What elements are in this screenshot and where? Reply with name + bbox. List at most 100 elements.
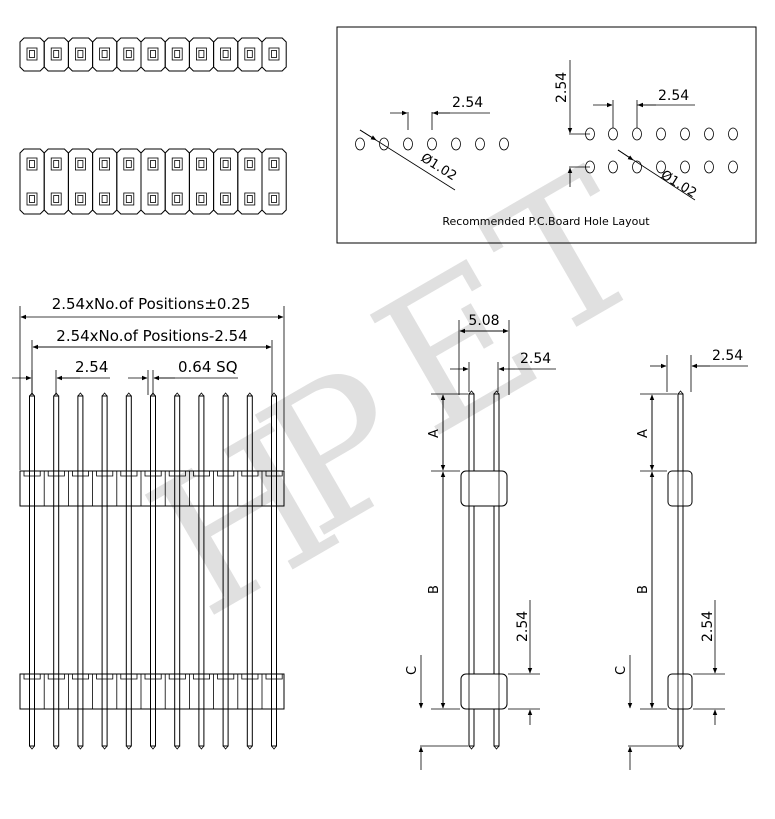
pin-square-inner [246, 195, 253, 203]
housing-cell [188, 37, 215, 72]
front-pin [174, 395, 181, 747]
pin-square-inner [222, 160, 229, 168]
pcb-hole [451, 137, 461, 151]
dual-side-pin-left [468, 393, 475, 747]
housing-chamfer [241, 674, 259, 680]
pin-square-outer [171, 47, 183, 61]
dual-side-pin-right [493, 393, 500, 747]
pcb-hole [704, 160, 714, 174]
housing-cell [67, 148, 94, 215]
pin-size-label: 0.64 SQ [178, 358, 238, 376]
pin-span-label: 2.54xNo.of Positions-2.54 [56, 327, 247, 345]
pin-square-inner [101, 160, 108, 168]
pin-square-inner [125, 195, 132, 203]
dual-width-label: 5.08 [468, 313, 499, 329]
dual-dim-b: B [427, 585, 442, 594]
pcb-layout-frame [336, 26, 757, 244]
pin-square-inner [150, 160, 156, 168]
pcb-hole [608, 127, 618, 141]
pin-square-outer [50, 157, 62, 171]
pcb-layout-title: Recommended P.C.Board Hole Layout [442, 215, 650, 228]
single-row-top-view [19, 37, 287, 72]
front-pin-tip [101, 392, 108, 397]
side-view-dual-row: 5.08 2.54 A B C 2.54 [405, 313, 556, 770]
overall-length-label: 2.54xNo.of Positions±0.25 [52, 295, 251, 313]
housing-cell [164, 148, 190, 215]
dual-dim-a: A [427, 429, 442, 438]
pin-square-inner [77, 160, 84, 168]
pin-square-outer [244, 47, 256, 61]
pin-square-outer [147, 157, 159, 171]
single-dim-c: C [614, 666, 629, 675]
pin-square-outer [171, 192, 183, 206]
pin-square-inner [271, 195, 277, 203]
side-view-single-row: 2.54 A B C 2.54 [614, 348, 748, 770]
single-side-lower-spacer [667, 673, 693, 710]
pcb-dual-row-pitch-label: 2.54 [554, 72, 570, 103]
pin-square-outer [75, 47, 86, 61]
housing-cell [261, 148, 287, 215]
housing-chamfer [168, 471, 186, 477]
pin-square-outer [147, 47, 159, 61]
front-pin-tip [53, 745, 60, 750]
pin-square-inner [198, 50, 205, 58]
housing-cell [213, 148, 239, 215]
pin-square-outer [195, 192, 207, 206]
front-pin [271, 395, 277, 747]
pcb-hole [632, 127, 642, 141]
pin-square-inner [125, 50, 132, 58]
front-pitch-label: 2.54 [75, 358, 108, 376]
front-pin [246, 395, 253, 747]
housing-cell [140, 148, 166, 215]
dual-side-lower-spacer [460, 673, 508, 710]
pin-square-outer [123, 47, 135, 61]
pin-square-inner [222, 50, 229, 58]
pin-square-outer [244, 192, 256, 206]
pin-square-inner [271, 160, 277, 168]
pin-square-inner [150, 195, 156, 203]
pcb-hole [355, 137, 365, 151]
housing-chamfer [96, 471, 114, 477]
housing-cell [19, 148, 45, 215]
pin-square-outer [147, 192, 159, 206]
dual-row-pitch-label: 2.54 [520, 351, 551, 367]
housing-cell [67, 37, 94, 72]
front-pin [125, 395, 132, 747]
pin-square-inner [174, 50, 181, 58]
front-pin-tip [271, 745, 277, 750]
housing-chamfer [23, 471, 41, 477]
dual-side-upper-spacer [460, 470, 508, 507]
pin-square-inner [246, 50, 253, 58]
pin-square-inner [53, 195, 60, 203]
housing-cell [237, 37, 263, 72]
pcb-hole [632, 160, 642, 174]
front-pin [101, 395, 108, 747]
housing-cell [43, 37, 69, 72]
front-view: 2.54xNo.of Positions±0.25 2.54xNo.of Pos… [12, 295, 285, 750]
pin-square-inner [246, 160, 253, 168]
housing-chamfer [144, 674, 162, 680]
pin-square-inner [77, 195, 84, 203]
front-pin [29, 395, 35, 747]
pin-square-inner [29, 195, 35, 203]
pin-square-inner [101, 195, 108, 203]
housing-chamfer [72, 471, 89, 477]
front-pin [198, 395, 205, 747]
housing-cell [188, 148, 215, 215]
pin-square-outer [123, 157, 135, 171]
pin-square-outer [220, 157, 232, 171]
pcb-hole [475, 137, 485, 151]
pin-square-inner [77, 50, 84, 58]
pin-square-outer [268, 192, 280, 206]
pin-square-inner [198, 160, 205, 168]
housing-cell [92, 148, 118, 215]
housing-chamfer [265, 674, 283, 680]
pin-square-outer [123, 192, 135, 206]
pcb-hole [379, 137, 389, 151]
front-pin-tip [174, 745, 181, 750]
pin-square-outer [220, 192, 232, 206]
pcb-hole [656, 127, 666, 141]
housing-cell [237, 148, 263, 215]
housing-chamfer [144, 471, 162, 477]
pcb-hole [680, 160, 690, 174]
